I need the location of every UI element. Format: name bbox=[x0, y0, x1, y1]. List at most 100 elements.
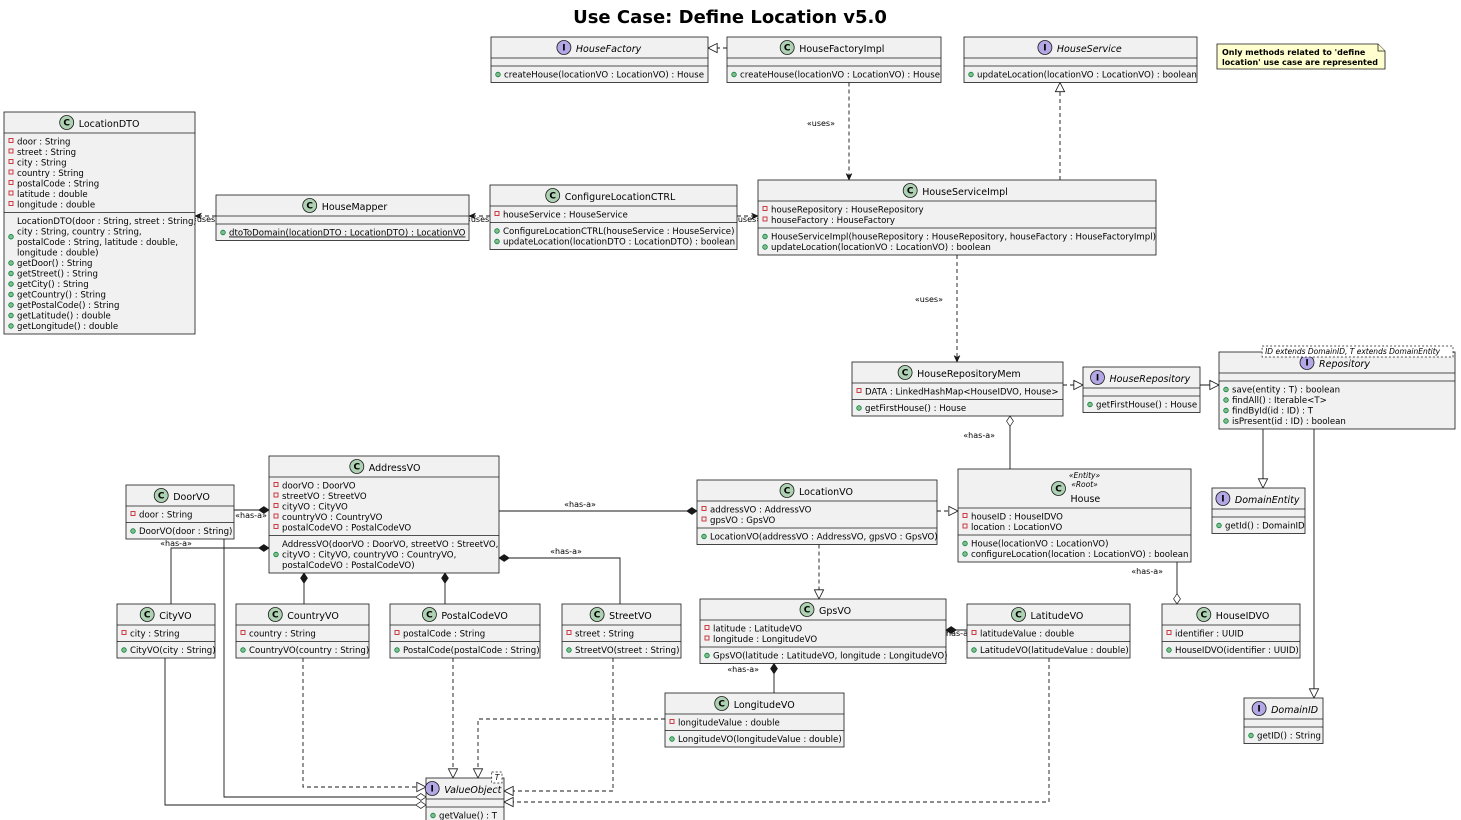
public-icon bbox=[8, 270, 14, 277]
public-icon bbox=[566, 647, 572, 653]
public-icon bbox=[394, 647, 400, 653]
class-field: houseRepository : HouseRepository bbox=[771, 206, 924, 216]
note-line-2: location' use case are represented bbox=[1222, 58, 1378, 67]
private-icon bbox=[1166, 630, 1172, 635]
private-icon bbox=[494, 211, 500, 216]
generic-parameter: ID extends DomainID, T extends DomainEnt… bbox=[1265, 347, 1441, 356]
realization-door-vo-to-value-object bbox=[302, 658, 427, 793]
class-method: dtoToDomain(locationDTO : LocationDTO) :… bbox=[229, 229, 466, 239]
class-box bbox=[757, 179, 1157, 256]
class-method: StreetVO(street : String) bbox=[575, 646, 679, 656]
class-field: DATA : LinkedHashMap<HouseIDVO, House> bbox=[865, 388, 1059, 398]
class-box bbox=[268, 455, 500, 574]
realization-street-vo-to-value-object bbox=[503, 658, 1050, 808]
relation-label: «uses» bbox=[915, 295, 943, 304]
public-icon bbox=[8, 312, 14, 319]
class-field: latitudeValue : double bbox=[980, 630, 1074, 640]
class-box bbox=[957, 468, 1192, 563]
class-icon bbox=[902, 183, 918, 198]
class-name: PostalCodeVO bbox=[441, 611, 507, 622]
class-field: location : LocationVO bbox=[971, 523, 1063, 533]
class-method: HouseIDVO(identifier : UUID) bbox=[1175, 646, 1299, 656]
class-method: PostalCode(postalCode : String) bbox=[403, 646, 540, 656]
private-icon bbox=[8, 169, 14, 175]
relation-label: «has-a» bbox=[564, 500, 596, 509]
generic-parameter: T bbox=[495, 773, 501, 782]
svg-text:I: I bbox=[1257, 705, 1260, 715]
private-icon bbox=[701, 506, 707, 511]
svg-text:I: I bbox=[1096, 374, 1099, 384]
class-icon bbox=[779, 40, 795, 55]
svg-text:C: C bbox=[353, 463, 360, 473]
class-box bbox=[696, 479, 938, 545]
class-name: HouseService bbox=[1057, 44, 1122, 55]
private-icon bbox=[121, 630, 127, 635]
private-icon bbox=[8, 159, 14, 164]
relation-label: «has-a» bbox=[235, 511, 267, 520]
relation-label: «uses» bbox=[807, 119, 835, 128]
public-icon bbox=[1223, 407, 1229, 414]
class-method: cityVO : CityVO, countryVO : CountryVO, bbox=[282, 551, 456, 561]
class-method: findAll() : Iterable<T> bbox=[1232, 396, 1327, 406]
class-field: postalCode : String bbox=[403, 630, 485, 640]
svg-text:C: C bbox=[426, 611, 433, 621]
class-method: updateLocation(locationVO : LocationVO) … bbox=[771, 243, 991, 253]
class-box bbox=[3, 111, 196, 335]
class-icon bbox=[1011, 607, 1026, 622]
private-icon bbox=[701, 516, 707, 522]
private-icon bbox=[273, 482, 279, 487]
public-icon bbox=[8, 291, 14, 298]
interface-icon bbox=[1090, 370, 1105, 385]
svg-text:C: C bbox=[306, 202, 313, 212]
class-stereotype: «Entity» bbox=[1069, 471, 1101, 480]
class-box bbox=[1161, 603, 1301, 659]
class-field: latitude : LatitudeVO bbox=[713, 625, 802, 635]
class-name: LatitudeVO bbox=[1031, 611, 1084, 622]
public-icon bbox=[273, 551, 279, 558]
svg-text:C: C bbox=[594, 611, 601, 621]
private-icon bbox=[704, 625, 710, 630]
interface-icon bbox=[1215, 491, 1231, 506]
class-name: ConfigureLocationCTRL bbox=[565, 192, 676, 203]
class-box bbox=[1218, 351, 1456, 430]
svg-text:C: C bbox=[1200, 611, 1207, 621]
class-box bbox=[235, 603, 370, 659]
class-name: HouseRepositoryMem bbox=[917, 369, 1021, 380]
public-icon bbox=[962, 551, 968, 557]
public-icon bbox=[220, 229, 226, 236]
relation-label: «has-a» bbox=[1131, 567, 1163, 576]
private-icon bbox=[762, 216, 768, 222]
class-method: ConfigureLocationCTRL(houseService : Hou… bbox=[503, 227, 734, 237]
class-method: getStreet() : String bbox=[17, 270, 98, 280]
public-icon bbox=[240, 647, 246, 653]
public-icon bbox=[8, 302, 14, 308]
class-box bbox=[699, 598, 947, 664]
public-icon bbox=[669, 736, 675, 742]
relation-label: «uses» bbox=[192, 215, 220, 224]
class-field: country : String bbox=[249, 630, 316, 640]
public-icon bbox=[701, 533, 707, 540]
relation-label: «has-a» bbox=[160, 539, 192, 548]
class-icon bbox=[545, 188, 561, 203]
class-field: country : String bbox=[17, 169, 84, 179]
class-icon bbox=[897, 365, 913, 380]
private-icon bbox=[8, 201, 14, 206]
class-method: isPresent(id : ID) : boolean bbox=[1232, 417, 1346, 427]
private-icon bbox=[273, 503, 279, 508]
private-icon bbox=[394, 630, 400, 635]
diagram-note: Only methods related to 'define location… bbox=[1216, 43, 1386, 70]
class-method: getDoor() : String bbox=[17, 259, 93, 269]
class-field: street : String bbox=[17, 148, 76, 158]
relation-label: «uses» bbox=[466, 215, 494, 224]
class-field: streetVO : StreetVO bbox=[282, 492, 367, 502]
